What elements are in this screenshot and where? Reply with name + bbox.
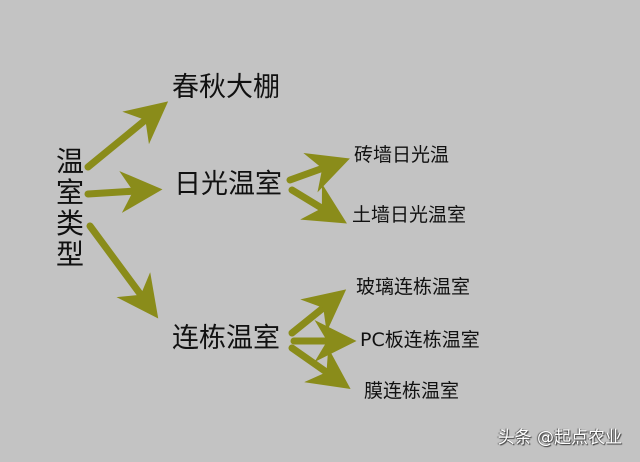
arrow-riguang-to-tuqiang: [288, 183, 347, 224]
arrow-root-to-riguang: [84, 171, 163, 213]
node-pc: PC板连栋温室: [360, 329, 480, 351]
arrow-liandong-to-mo: [288, 344, 351, 390]
watermark: 头条 @起点农业: [497, 428, 622, 448]
arrow-root-to-chunqiu: [84, 101, 169, 171]
node-mo: 膜连栋温室: [364, 380, 460, 402]
node-riguang-wenshi: 日光温室: [174, 169, 282, 200]
arrow-riguang-to-zhuanqiang: [286, 152, 350, 193]
node-chunqiu-dapeng: 春秋大棚: [172, 72, 280, 103]
node-boli: 玻璃连栋温室: [356, 276, 471, 298]
root-node: 温室类型: [56, 145, 85, 271]
arrow-root-to-liandong: [86, 222, 159, 319]
node-zhuanqiang: 砖墙日光温: [354, 144, 450, 166]
arrow-liandong-to-boli: [288, 289, 347, 337]
node-liandong-wenshi: 连栋温室: [172, 323, 280, 354]
node-tuqiang: 土墙日光温室: [352, 204, 467, 226]
